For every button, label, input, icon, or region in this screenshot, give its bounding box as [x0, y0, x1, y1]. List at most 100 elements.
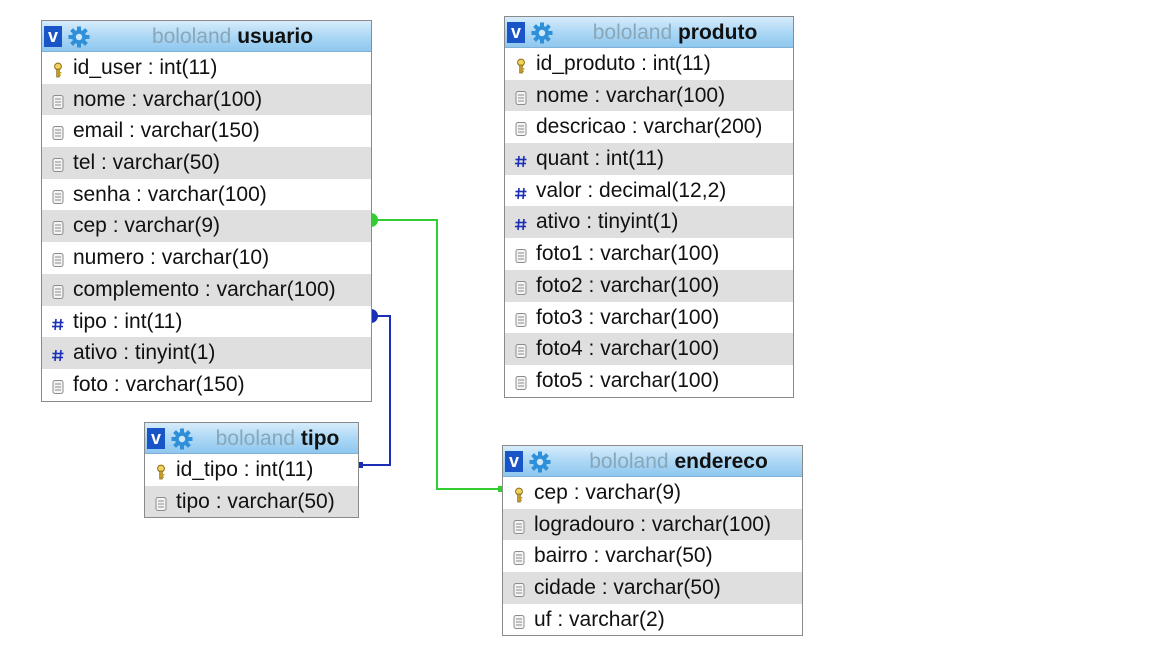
table-name: produto	[677, 21, 758, 44]
text-field-icon	[513, 373, 529, 390]
text-field-icon	[511, 548, 527, 566]
field-label: ativo : tinyint(1)	[73, 341, 216, 365]
field-label: cidade : varchar(50)	[534, 576, 721, 600]
text-field-icon	[511, 517, 527, 534]
field-row[interactable]: logradouro : varchar(100)	[503, 508, 802, 541]
table-header[interactable]: v bololand usuario	[42, 21, 371, 52]
field-row[interactable]: foto : varchar(150)	[42, 369, 371, 401]
text-field-icon	[511, 612, 527, 629]
field-row[interactable]: foto5 : varchar(100)	[505, 365, 793, 397]
field-row[interactable]: nome : varchar(100)	[505, 79, 793, 112]
relation-usuario-cep-endereco	[371, 219, 503, 490]
field-row[interactable]: cidade : varchar(50)	[503, 572, 802, 604]
table-produto[interactable]: v bololand produto id_produto : int(11) nom…	[504, 16, 794, 398]
gear-icon[interactable]	[531, 22, 553, 44]
text-field-icon	[513, 88, 529, 105]
database-name: bololand	[215, 427, 296, 450]
field-label: tipo : varchar(50)	[176, 489, 335, 513]
field-row[interactable]: tipo : varchar(50)	[145, 485, 358, 518]
field-label: tipo : int(11)	[73, 309, 183, 333]
field-label: complemento : varchar(100)	[73, 277, 336, 301]
table-header[interactable]: v bololand produto	[505, 17, 793, 48]
text-field-icon	[50, 218, 66, 236]
field-label: email : varchar(150)	[73, 119, 260, 143]
field-row[interactable]: tipo : int(11)	[42, 306, 371, 338]
text-field-icon	[50, 123, 66, 141]
database-name: bololand	[589, 450, 669, 473]
text-field-icon	[50, 155, 66, 173]
text-field-icon	[50, 250, 66, 268]
field-row[interactable]: quant : int(11)	[505, 143, 793, 175]
field-row[interactable]: cep : varchar(9)	[503, 477, 802, 509]
text-field-icon	[513, 119, 529, 137]
gear-icon[interactable]	[171, 428, 193, 450]
key-icon	[153, 462, 169, 480]
field-label: foto1 : varchar(100)	[536, 242, 720, 266]
numeric-field-icon	[513, 151, 529, 168]
field-row[interactable]: foto1 : varchar(100)	[505, 238, 793, 270]
text-field-icon	[153, 494, 169, 511]
collapse-toggle-icon[interactable]: v	[507, 22, 525, 43]
field-row[interactable]: complemento : varchar(100)	[42, 273, 371, 306]
text-field-icon	[50, 187, 66, 204]
field-label: foto4 : varchar(100)	[536, 337, 720, 361]
field-row[interactable]: id_produto : int(11)	[505, 48, 793, 80]
relation-end-tipo-id	[357, 462, 363, 468]
text-field-icon	[511, 580, 527, 598]
field-row[interactable]: bairro : varchar(50)	[503, 540, 802, 572]
field-row[interactable]: nome : varchar(100)	[42, 83, 371, 116]
database-name: bololand	[592, 21, 673, 44]
field-row[interactable]: senha : varchar(100)	[42, 179, 371, 211]
field-label: cep : varchar(9)	[73, 214, 221, 238]
relation-usuario-tipo-tipo	[359, 315, 391, 466]
field-row[interactable]: foto2 : varchar(100)	[505, 269, 793, 302]
field-row[interactable]: descricao : varchar(200)	[505, 111, 793, 143]
field-label: id_tipo : int(11)	[176, 458, 314, 481]
field-row[interactable]: tel : varchar(50)	[42, 147, 371, 179]
field-row[interactable]: id_tipo : int(11)	[145, 454, 358, 486]
table-usuario[interactable]: v bololand usuario id_user : int(11)nome :…	[41, 20, 372, 402]
collapse-toggle-icon[interactable]: v	[44, 26, 62, 47]
field-label: tel : varchar(50)	[73, 151, 221, 175]
collapse-toggle-icon[interactable]: v	[505, 451, 523, 472]
field-row[interactable]: foto3 : varchar(100)	[505, 302, 793, 334]
field-row[interactable]: uf : varchar(2)	[503, 604, 802, 636]
table-tipo[interactable]: v bololand tipo id_tipo : int(11) tipo : va…	[144, 422, 359, 519]
table-header[interactable]: v bololand endereco	[503, 446, 802, 477]
text-field-icon	[513, 341, 529, 359]
text-field-icon	[513, 246, 529, 264]
table-name: endereco	[674, 450, 768, 473]
field-row[interactable]: ativo : tinyint(1)	[42, 337, 371, 369]
database-name: bololand	[151, 25, 232, 48]
text-field-icon	[513, 278, 529, 295]
relation-end-usuario-cep	[371, 213, 378, 227]
field-row[interactable]: foto4 : varchar(100)	[505, 333, 793, 365]
field-row[interactable]: numero : varchar(10)	[42, 242, 371, 274]
key-icon	[50, 60, 66, 78]
table-title: bololand endereco	[559, 446, 798, 476]
text-field-icon	[50, 282, 66, 299]
field-label: logradouro : varchar(100)	[534, 512, 771, 536]
field-label: senha : varchar(100)	[73, 182, 267, 206]
key-icon	[511, 485, 527, 503]
collapse-toggle-icon[interactable]: v	[147, 428, 165, 449]
table-header[interactable]: v bololand tipo	[145, 423, 358, 454]
table-name: usuario	[237, 25, 314, 48]
gear-icon[interactable]	[529, 451, 551, 473]
text-field-icon	[513, 310, 529, 327]
table-name: tipo	[300, 427, 340, 450]
field-row[interactable]: ativo : tinyint(1)	[505, 206, 793, 239]
table-title: bololand tipo	[201, 423, 354, 453]
field-label: valor : decimal(12,2)	[536, 178, 727, 202]
field-row[interactable]: email : varchar(150)	[42, 115, 371, 147]
field-row[interactable]: id_user : int(11)	[42, 52, 371, 84]
field-label: nome : varchar(100)	[536, 83, 726, 107]
field-label: foto5 : varchar(100)	[536, 368, 720, 392]
field-label: descricao : varchar(200)	[536, 115, 763, 139]
gear-icon[interactable]	[68, 26, 90, 48]
field-row[interactable]: valor : decimal(12,2)	[505, 175, 793, 207]
field-row[interactable]: cep : varchar(9)	[42, 210, 371, 243]
numeric-field-icon	[513, 214, 529, 231]
